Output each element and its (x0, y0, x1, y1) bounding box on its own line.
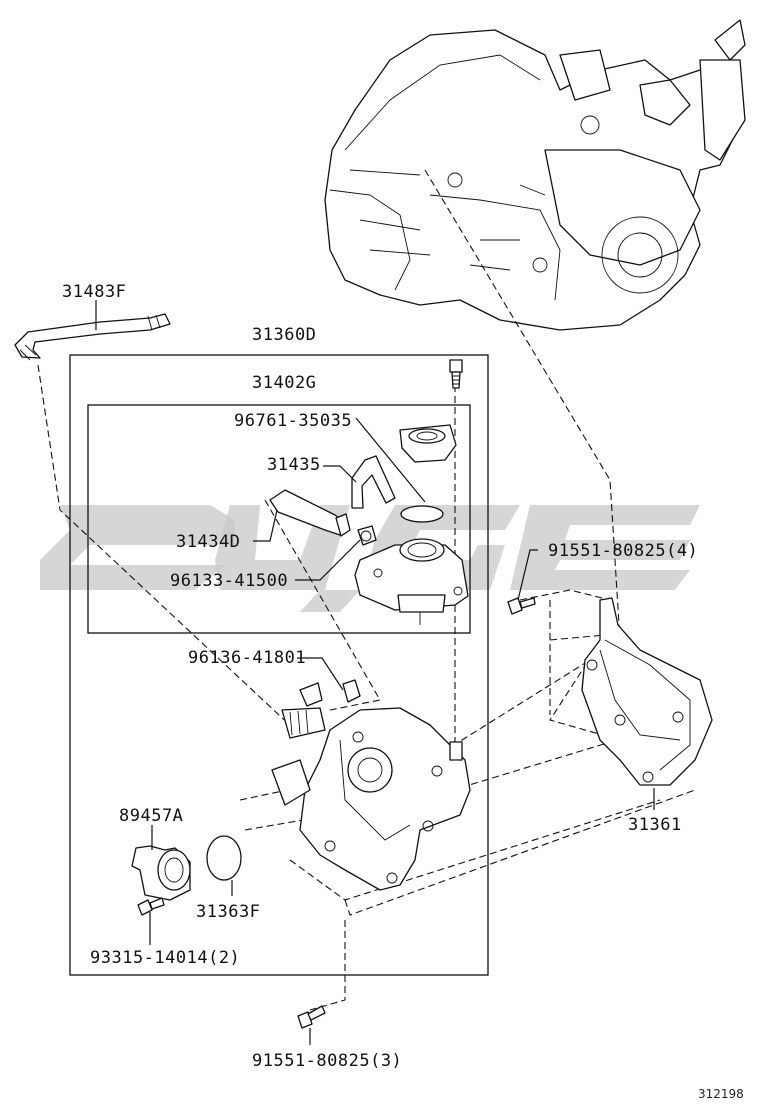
assembly-box-inner (87, 404, 471, 634)
sub-housing-part (354, 538, 469, 625)
bolt-3-part (297, 1005, 326, 1029)
label-bracket: 31361 (628, 815, 682, 835)
main-cover-part (271, 707, 471, 891)
assembly-box-outer (69, 354, 489, 976)
label-screw-2: 93315-14014(2) (90, 948, 240, 968)
sensor-part (131, 845, 191, 901)
drawing-number: 312198 (698, 1087, 744, 1101)
label-hose-tube: 31483F (62, 282, 126, 302)
bracket-part (581, 597, 713, 786)
label-hose: 31435 (267, 455, 321, 475)
label-union: 96136-41801 (188, 648, 306, 668)
label-o-ring-top: 96761-35035 (234, 411, 352, 431)
leader-lines (95, 300, 655, 1045)
top-flange-part (399, 424, 457, 463)
hose-tube-part (14, 313, 171, 361)
label-bolt-3: 91551-80825(3) (252, 1051, 402, 1071)
screw-2-part (137, 897, 165, 916)
o-ring-gasket (206, 835, 242, 881)
label-bolt-4: 91551-80825(4) (548, 541, 698, 561)
label-o-ring-gasket: 31363F (196, 902, 260, 922)
bolt-4-part (507, 597, 536, 615)
hose-31434d (269, 489, 351, 537)
hose-31435 (351, 455, 396, 509)
union-part (299, 679, 361, 707)
transmission-housing (324, 19, 746, 331)
label-sensor: 89457A (119, 806, 183, 826)
top-bolt (449, 359, 463, 389)
o-ring-top (400, 505, 444, 523)
label-hose-short: 31434D (176, 532, 240, 552)
clip-part (357, 525, 377, 546)
label-clip: 96133-41500 (170, 571, 288, 591)
label-master-assembly: 31360D (252, 325, 316, 345)
label-sub-assembly: 31402G (252, 373, 316, 393)
